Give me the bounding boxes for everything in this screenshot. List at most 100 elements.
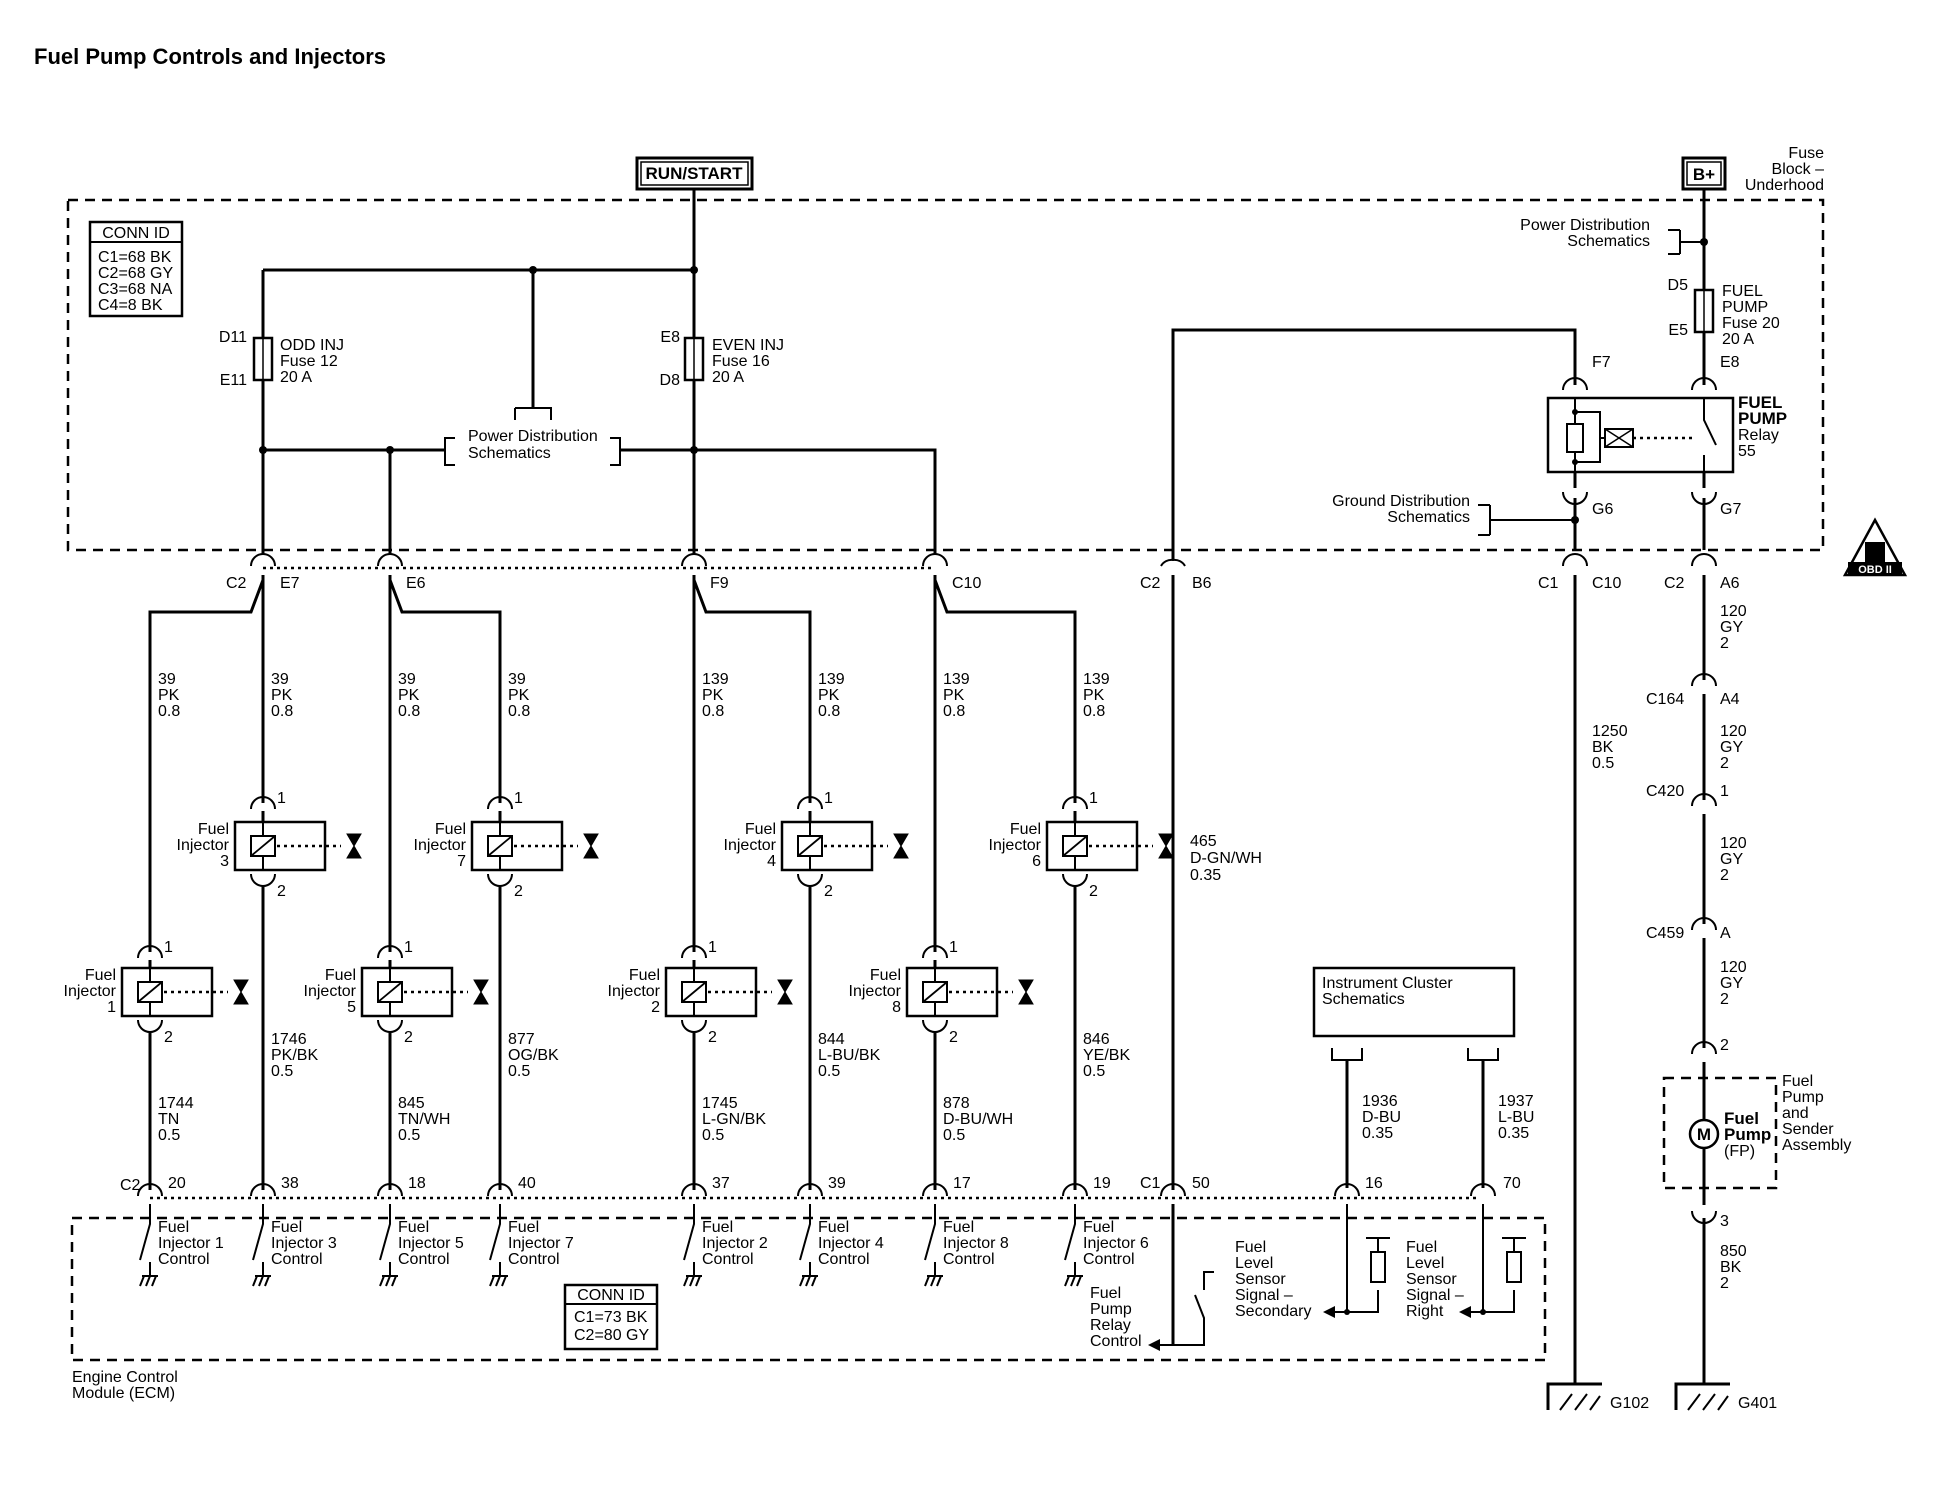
svg-text:2: 2 <box>277 883 286 900</box>
svg-text:1744: 1744 <box>158 1095 194 1112</box>
svg-text:Power Distribution: Power Distribution <box>1520 217 1650 234</box>
svg-text:A: A <box>1720 925 1731 942</box>
svg-text:L-BU: L-BU <box>1498 1109 1534 1126</box>
svg-text:Pump: Pump <box>1090 1301 1132 1318</box>
svg-text:F9: F9 <box>710 575 729 592</box>
svg-text:2: 2 <box>404 1029 413 1046</box>
injector-circuit: 1FuelInjector62846YE/BK0.519FuelInjector… <box>933 579 1174 1287</box>
svg-text:C1: C1 <box>1538 575 1559 592</box>
ground-g102-label: G102 <box>1610 1395 1649 1412</box>
svg-text:50: 50 <box>1192 1175 1210 1192</box>
svg-text:Pump: Pump <box>1724 1125 1771 1144</box>
injector-pin-1: 1 <box>949 939 958 956</box>
svg-text:Control: Control <box>398 1251 450 1268</box>
svg-text:BK: BK <box>1720 1259 1742 1276</box>
svg-text:Fuel: Fuel <box>1010 821 1041 838</box>
svg-text:G7: G7 <box>1720 501 1741 518</box>
svg-text:878: 878 <box>943 1095 970 1112</box>
svg-text:Injector: Injector <box>608 983 661 1000</box>
svg-text:20 A: 20 A <box>712 369 744 386</box>
svg-text:Injector: Injector <box>414 837 467 854</box>
svg-text:2: 2 <box>1720 755 1729 772</box>
svg-text:E7: E7 <box>280 575 300 592</box>
svg-text:Pump: Pump <box>1782 1089 1824 1106</box>
svg-text:2: 2 <box>1089 883 1098 900</box>
svg-text:55: 55 <box>1738 443 1756 460</box>
svg-text:Module (ECM): Module (ECM) <box>72 1385 175 1402</box>
svg-text:139: 139 <box>702 671 729 688</box>
svg-text:B6: B6 <box>1192 575 1212 592</box>
svg-text:Fuse 20: Fuse 20 <box>1722 315 1780 332</box>
svg-text:0.5: 0.5 <box>702 1127 724 1144</box>
svg-text:Underhood: Underhood <box>1745 177 1824 194</box>
svg-text:PK/BK: PK/BK <box>271 1047 318 1064</box>
svg-text:20: 20 <box>168 1175 186 1192</box>
svg-text:20 A: 20 A <box>1722 331 1754 348</box>
svg-text:Injector: Injector <box>724 837 777 854</box>
svg-text:Injector 7: Injector 7 <box>508 1235 574 1252</box>
svg-text:Fuel: Fuel <box>1782 1073 1813 1090</box>
svg-text:Signal –: Signal – <box>1406 1287 1464 1304</box>
svg-text:G6: G6 <box>1592 501 1613 518</box>
svg-text:2: 2 <box>949 1029 958 1046</box>
svg-text:18: 18 <box>408 1175 426 1192</box>
svg-text:Control: Control <box>271 1251 323 1268</box>
svg-text:Signal –: Signal – <box>1235 1287 1293 1304</box>
injector-pin-1: 1 <box>164 939 173 956</box>
conn-id-header: CONN ID <box>102 225 170 242</box>
svg-text:Injector: Injector <box>304 983 357 1000</box>
injector-circuit: 1FuelInjector221745L-GN/BK0.537FuelInjec… <box>608 575 793 1287</box>
svg-text:(FP): (FP) <box>1724 1143 1755 1160</box>
svg-text:PUMP: PUMP <box>1722 299 1768 316</box>
svg-text:139: 139 <box>818 671 845 688</box>
svg-text:D11: D11 <box>219 329 247 346</box>
svg-text:39: 39 <box>398 671 416 688</box>
svg-text:FUEL: FUEL <box>1738 393 1782 412</box>
svg-text:0.5: 0.5 <box>818 1063 840 1080</box>
svg-text:Injector 6: Injector 6 <box>1083 1235 1149 1252</box>
svg-text:0.35: 0.35 <box>1498 1125 1529 1142</box>
svg-text:M: M <box>1697 1125 1711 1144</box>
svg-text:OBD II: OBD II <box>1858 564 1892 576</box>
ecm-boundary <box>70 1216 1547 1362</box>
svg-text:EVEN INJ: EVEN INJ <box>712 337 784 354</box>
b-plus-label: B+ <box>1693 165 1715 184</box>
svg-text:E11: E11 <box>220 372 247 389</box>
svg-text:Fuse: Fuse <box>1788 145 1824 162</box>
svg-text:38: 38 <box>281 1175 299 1192</box>
svg-text:2: 2 <box>1720 635 1729 652</box>
svg-text:PK: PK <box>943 687 965 704</box>
b-plus-source: B+ <box>1681 156 1727 191</box>
svg-text:C420: C420 <box>1646 783 1684 800</box>
svg-text:Control: Control <box>702 1251 754 1268</box>
svg-text:Fuel: Fuel <box>702 1219 733 1236</box>
svg-text:0.5: 0.5 <box>1083 1063 1105 1080</box>
fuel-level-right: 1937 L-BU 0.35 70 Fuel Level Sensor Sign… <box>1406 1093 1534 1320</box>
fuel-pump-assembly-boundary <box>1662 1076 1778 1190</box>
svg-text:0.5: 0.5 <box>943 1127 965 1144</box>
svg-text:Schematics: Schematics <box>1322 991 1405 1008</box>
instrument-cluster-ref: Instrument Cluster Schematics <box>1312 966 1516 1188</box>
svg-text:2: 2 <box>1720 991 1729 1008</box>
svg-text:1937: 1937 <box>1498 1093 1534 1110</box>
svg-text:D-BU: D-BU <box>1362 1109 1401 1126</box>
svg-text:A4: A4 <box>1720 691 1740 708</box>
svg-text:GY: GY <box>1720 851 1743 868</box>
svg-text:CONN ID: CONN ID <box>577 1287 645 1304</box>
svg-text:2: 2 <box>1720 1037 1729 1054</box>
svg-text:4: 4 <box>767 853 776 870</box>
svg-text:PK: PK <box>398 687 420 704</box>
svg-text:C164: C164 <box>1646 691 1684 708</box>
svg-text:Level: Level <box>1406 1255 1444 1272</box>
injector-pin-1: 1 <box>514 790 523 807</box>
svg-text:D-BU/WH: D-BU/WH <box>943 1111 1013 1128</box>
svg-text:Injector 4: Injector 4 <box>818 1235 884 1252</box>
svg-text:0.8: 0.8 <box>398 703 420 720</box>
svg-text:0.8: 0.8 <box>818 703 840 720</box>
svg-text:70: 70 <box>1503 1175 1521 1192</box>
odd-inj-fuse: D11 E11 ODD INJ Fuse 12 20 A <box>219 329 344 389</box>
